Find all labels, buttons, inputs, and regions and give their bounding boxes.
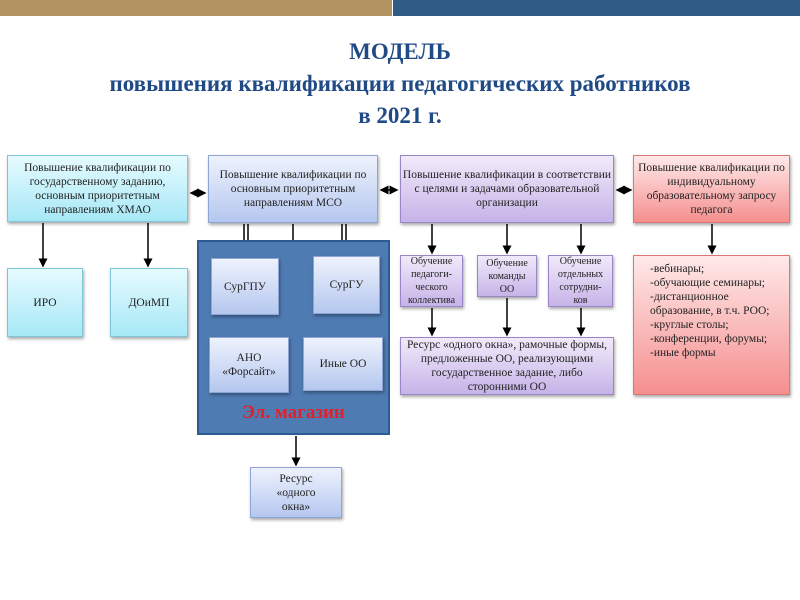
box-ano-forsight: АНО «Форсайт» (209, 337, 289, 393)
form-item: -обучающие семинары; (650, 277, 765, 289)
box-mso-priorities: Повышение квалификации по основным приор… (208, 155, 378, 223)
form-item: -иные формы (650, 347, 716, 359)
form-item: -вебинары; (650, 263, 705, 275)
title-line-2: повышения квалификации педагогических ра… (109, 71, 691, 96)
box-individual-forms: -вебинары; -обучающие семинары; -дистанц… (633, 255, 790, 395)
box-org-goals: Повышение квалификации в соответствии с … (400, 155, 614, 223)
form-item: -круглые столы; (650, 319, 729, 331)
box-one-window-resource: Ресурс «одного окна» (250, 467, 342, 518)
title-line-1: МОДЕЛЬ (349, 39, 451, 64)
box-iro: ИРО (7, 268, 83, 337)
box-state-assignment: Повышение квалификации по государственно… (7, 155, 188, 222)
title-line-3: в 2021 г. (358, 103, 442, 128)
page-title: МОДЕЛЬ повышения квалификации педагогиче… (0, 36, 800, 132)
form-item: -конференции, форумы; (650, 333, 768, 345)
box-individual-request: Повышение квалификации по индивидуальном… (633, 155, 790, 223)
box-other-oo: Иные ОО (303, 337, 383, 391)
header-bar-gold (0, 0, 392, 16)
box-train-staff: Обучение педагоги-ческого коллектива (400, 255, 463, 307)
box-train-individuals: Обучение отдельных сотрудни-ков (548, 255, 613, 307)
box-surgu: СурГУ (313, 256, 380, 314)
box-org-resource: Ресурс «одного окна», рамочные формы, пр… (400, 337, 614, 395)
e-shop-label: Эл. магазин (242, 402, 345, 423)
box-train-team: Обучение команды ОО (477, 255, 537, 297)
form-item: -дистанционное образование, в т.ч. РОО; (650, 291, 770, 317)
box-doimp: ДОиМП (110, 268, 188, 337)
header-bar-navy (393, 0, 800, 16)
box-surgpu: СурГПУ (211, 258, 279, 315)
